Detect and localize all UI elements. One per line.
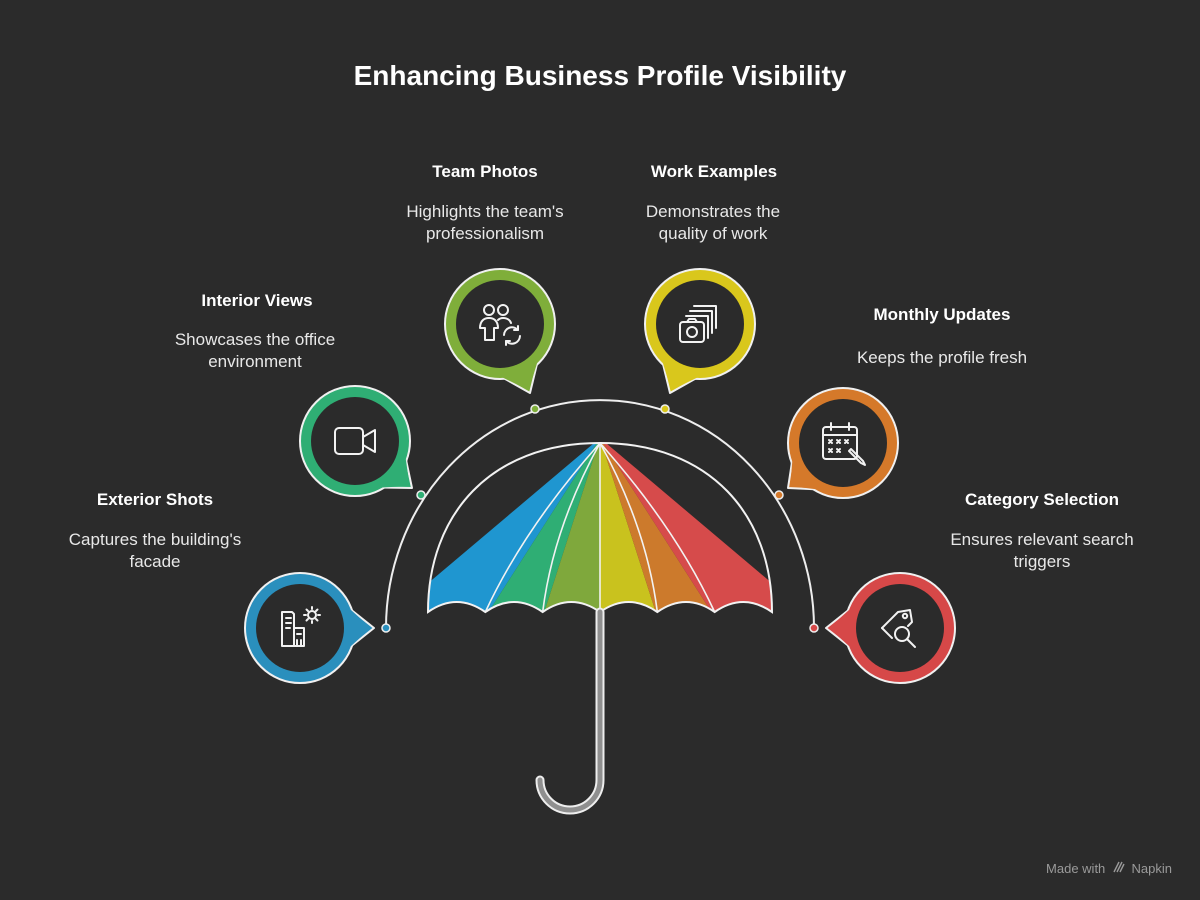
item-desc-exterior: Captures the building's facade [68,530,242,571]
canopy-rib [541,442,601,613]
item-title-interior: Interior Views [201,291,313,310]
napkin-logo-icon [1113,861,1125,876]
item-bubbles [244,268,956,684]
arc-dot [530,404,540,414]
arc-dot [809,623,819,633]
footer-made-with: Made with [1046,861,1106,876]
video-camera-icon [334,427,376,455]
bubble-work [644,268,756,394]
item-title-team: Team Photos [432,162,538,181]
canopy-panel [485,443,600,612]
canopy-panel [428,443,600,612]
item-desc-team: Highlights the team's professionalism [406,202,564,243]
bubble-monthly [787,387,899,499]
item-desc-category: Ensures relevant search triggers [950,530,1134,571]
canopy-outline [426,441,774,614]
footer-credit: Made with Napkin [1046,861,1172,876]
arc-dot [381,623,391,633]
item-desc-monthly: Keeps the profile fresh [856,348,1028,367]
building-sun-icon [281,606,321,647]
canopy-rib [599,442,716,613]
page-title: Enhancing Business Profile Visibility [353,60,847,91]
bubble-interior [299,385,413,497]
outer-arc [385,399,815,629]
arc-dots [381,404,819,633]
umbrella-handle [535,607,605,815]
footer-brand: Napkin [1131,861,1172,876]
canopy-panel [542,443,600,612]
canopy-panel [600,443,715,612]
bubble-exterior [244,572,375,684]
canopy-panel [600,443,772,612]
item-desc-interior: Showcases the office environment [174,330,336,371]
umbrella-handle-inner [537,609,603,813]
photo-stack-icon [679,305,717,343]
arc-dot [660,404,670,414]
item-title-category: Category Selection [965,490,1119,509]
canopy-panel [600,443,658,612]
umbrella-canopy [428,443,772,612]
canopy-rib [599,442,659,613]
arc-dot [774,490,784,500]
item-title-exterior: Exterior Shots [96,490,214,509]
team-refresh-icon [479,304,521,346]
calendar-edit-icon [822,422,866,466]
item-title-monthly: Monthly Updates [873,305,1011,324]
item-desc-work: Demonstrates the quality of work [645,202,781,243]
tag-search-icon [881,609,916,648]
bubble-team [444,268,556,394]
item-title-work: Work Examples [650,162,778,181]
canopy-rib [484,442,601,613]
umbrella-ribs [426,441,774,614]
bubble-category [825,572,956,684]
arc-dot [416,490,426,500]
